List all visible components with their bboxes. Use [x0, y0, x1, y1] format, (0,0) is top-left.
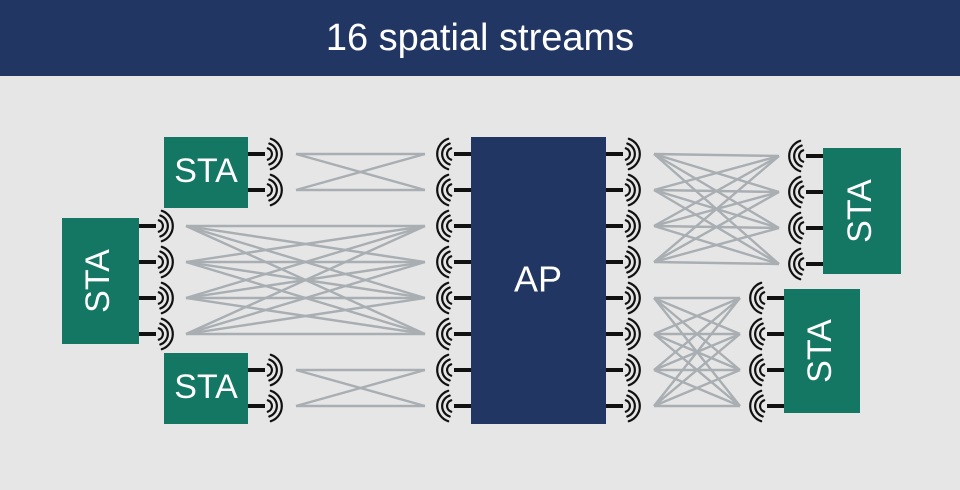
stream-links [185, 152, 780, 408]
sta-antenna-icon [139, 281, 174, 315]
sta-antenna-icon [139, 245, 174, 279]
sta-box-left [62, 218, 139, 344]
links-top-right [653, 152, 780, 266]
ap-left-antenna-icon [436, 209, 471, 243]
sta-antenna-icon [749, 353, 784, 387]
sta-antenna-icon [248, 389, 283, 423]
ap-left-antenna-icon [436, 281, 471, 315]
ap-right-antenna-icon [606, 281, 641, 315]
ap-left-antenna-icon [436, 173, 471, 207]
ap-right-antenna-icon [606, 173, 641, 207]
sta-label-bottom-right: STA [801, 319, 839, 383]
sta-antenna-icon [788, 211, 823, 245]
ap-right-antenna-icon [606, 245, 641, 279]
sta-antenna-icon [749, 389, 784, 423]
ap-right-antenna-icon [606, 317, 641, 351]
sta-box-top-left [164, 137, 248, 208]
sta-box-top-right [823, 148, 901, 274]
sta-box-bottom-right [784, 289, 860, 413]
links-left [185, 224, 426, 336]
sta-antenna-icon [749, 281, 784, 315]
links-bottom-right [653, 296, 741, 408]
ap-left-antenna-icon [436, 137, 471, 171]
ap-right-antenna-icon [606, 389, 641, 423]
ap-label: AP [514, 259, 562, 300]
sta-antenna-icon [248, 353, 283, 387]
sta-antenna-icon [749, 317, 784, 351]
sta-antenna-icon [139, 209, 174, 243]
sta-antenna-icon [139, 317, 174, 351]
sta-antenna-icon [788, 139, 823, 173]
links-top-left [295, 152, 426, 192]
ap-right-antenna-icon [606, 353, 641, 387]
header-bar: 16 spatial streams [0, 0, 960, 76]
sta-antenna-icon [788, 247, 823, 281]
sta-label-top-left: STA [174, 152, 238, 190]
antennas [139, 137, 823, 423]
ap-left-antenna-icon [436, 245, 471, 279]
sta-antenna-icon [248, 173, 283, 207]
sta-box-bottom-left [164, 353, 248, 424]
ap-right-antenna-icon [606, 209, 641, 243]
sta-label-left: STA [79, 249, 117, 313]
diagram-title: 16 spatial streams [325, 17, 635, 59]
sta-antenna-icon [248, 137, 283, 171]
sta-label-bottom-left: STA [174, 368, 238, 406]
sta-antenna-icon [788, 175, 823, 209]
ap-right-antenna-icon [606, 137, 641, 171]
ap-left-antenna-icon [436, 389, 471, 423]
links-bottom-left [295, 368, 426, 408]
sta-label-top-right: STA [841, 179, 879, 243]
ap-left-antenna-icon [436, 353, 471, 387]
ap-box [471, 137, 606, 424]
ap-left-antenna-icon [436, 317, 471, 351]
